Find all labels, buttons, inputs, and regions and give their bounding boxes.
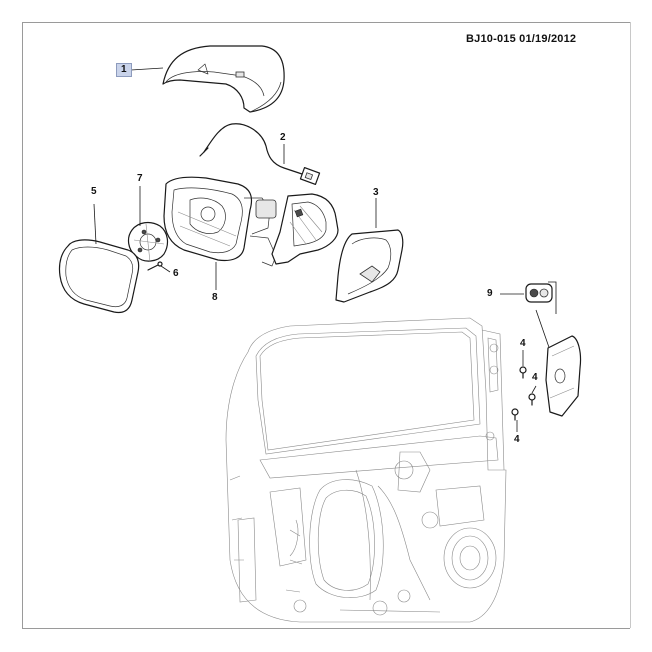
callout-6: 6 [173, 268, 179, 279]
callout-9: 9 [487, 288, 493, 299]
callout-2: 2 [280, 132, 286, 143]
callout-3: 3 [373, 187, 379, 198]
mirror-glass-part[interactable] [58, 239, 140, 314]
door-trim-piece [545, 335, 582, 417]
mirror-base-cover-part[interactable] [335, 229, 404, 303]
actuator-screw-part[interactable] [147, 261, 163, 271]
door-screw-part-b[interactable] [528, 393, 536, 406]
leader-line-1 [130, 67, 164, 71]
callout-4-bottom: 4 [514, 434, 520, 445]
switch-part[interactable] [525, 283, 553, 303]
mirror-cover-part[interactable] [162, 45, 285, 113]
frame-right-border [630, 22, 631, 628]
door-frame [225, 317, 507, 623]
door-screw-part-c[interactable] [511, 408, 519, 421]
callout-4-middle: 4 [532, 372, 538, 383]
leader-line-4b [531, 385, 537, 394]
mirror-housing-part[interactable] [163, 176, 277, 267]
door-screw-part-a[interactable] [519, 366, 527, 379]
diagram-reference-code: BJ10-015 01/19/2012 [466, 33, 577, 45]
callout-4-top: 4 [520, 338, 526, 349]
callout-7: 7 [137, 173, 143, 184]
callout-5: 5 [91, 186, 97, 197]
leader-line-5 [93, 203, 97, 245]
mirror-base-bracket [271, 193, 339, 265]
frame-top-border [22, 22, 630, 23]
leader-line-6 [160, 265, 171, 273]
callout-8: 8 [212, 292, 218, 303]
leader-bracket-9 [548, 281, 557, 314]
mirror-actuator-part[interactable] [127, 221, 169, 263]
callout-1: 1 [116, 63, 132, 77]
frame-left-border [22, 22, 23, 628]
frame-bottom-border [22, 628, 630, 629]
wiring-harness-part[interactable] [199, 123, 321, 185]
